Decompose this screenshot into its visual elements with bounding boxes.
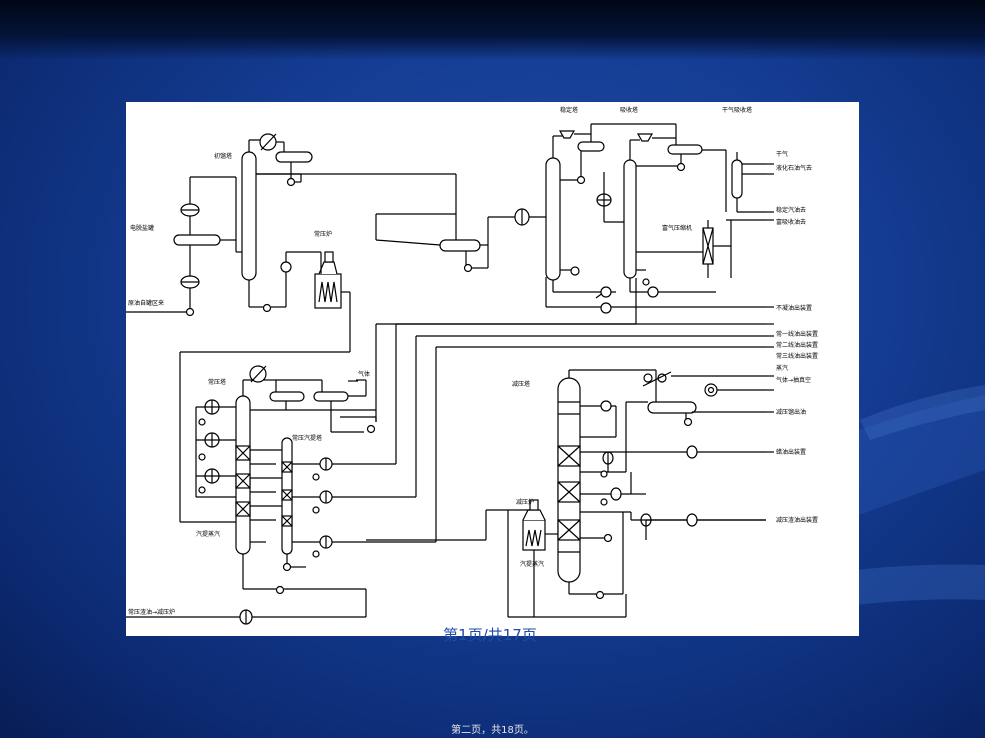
flow-diagram-svg: 初馏塔 电脱盐罐 原油自罐区来 常压炉 稳定塔 吸收塔 干气吸收塔 干气 液化石… (126, 106, 818, 625)
label-vac-residue: 减压渣油出装置 (776, 516, 818, 524)
slide-footer: 第二页，共18页。 (451, 725, 534, 736)
light-ends-group (375, 123, 766, 422)
label-crude-from-tank: 原油自罐区来 (128, 299, 164, 307)
label-electric-desalter: 电脱盐罐 (130, 224, 154, 232)
label-steam-vac-bottom: 汽提蒸汽 (520, 560, 544, 568)
label-rich-absorbent-oil: 富吸收油去 (776, 218, 806, 226)
atm-tower-group (126, 323, 766, 625)
label-steam: 蒸汽 (776, 364, 788, 372)
label-initial-tower: 初馏塔 (214, 152, 232, 160)
atm-furnace-group (179, 251, 351, 523)
label-line2-out: 常二线油出装置 (776, 341, 818, 349)
diagram-labels: 初馏塔 电脱盐罐 原油自罐区来 常压炉 稳定塔 吸收塔 干气吸收塔 干气 液化石… (128, 106, 818, 616)
label-dry-gas-absorber: 干气吸收塔 (722, 106, 752, 114)
label-vac-tower: 减压塔 (512, 380, 530, 388)
label-vac-distillate: 减压馏出油 (776, 408, 806, 416)
label-stabilizer: 稳定塔 (560, 106, 578, 114)
label-gas-to-ejector: 气体→抽真空 (776, 376, 811, 384)
label-steam-atm-bottom: 汽提蒸汽 (196, 530, 220, 538)
label-rich-gas-compressor: 富气压缩机 (662, 224, 692, 232)
label-unstable-gasoline-out: 不凝油出装置 (776, 304, 812, 312)
label-dry-gas: 干气 (776, 150, 788, 158)
process-flow-diagram: 初馏塔 电脱盐罐 原油自罐区来 常压炉 稳定塔 吸收塔 干气吸收塔 干气 液化石… (126, 102, 859, 636)
label-vac-furnace: 减压炉 (516, 498, 534, 506)
label-line1-out: 常一线油出装置 (776, 330, 818, 338)
vac-tower-group (366, 369, 774, 618)
label-absorber: 吸收塔 (620, 106, 638, 114)
label-line3-out: 常三线油出装置 (776, 352, 818, 360)
label-stable-gasoline: 稳定汽油去 (776, 206, 806, 214)
label-atm-stripper: 常压汽提塔 (292, 434, 322, 442)
top-dark-band (0, 0, 985, 60)
label-wax-oil: 蜡油出装置 (776, 448, 806, 456)
label-atm-tower: 常压塔 (208, 378, 226, 386)
label-atm-residue-to-vac: 常压渣油→减压炉 (128, 608, 175, 616)
label-gas: 气体 (358, 370, 370, 378)
label-atm-furnace: 常压炉 (314, 230, 332, 238)
product-lines-group (766, 163, 774, 348)
page-number-label: 第1页/共17页 (443, 626, 537, 644)
initial-tower-group (236, 133, 457, 313)
desalter-group (126, 176, 237, 317)
label-lpg-out: 液化石油气去 (776, 164, 812, 172)
